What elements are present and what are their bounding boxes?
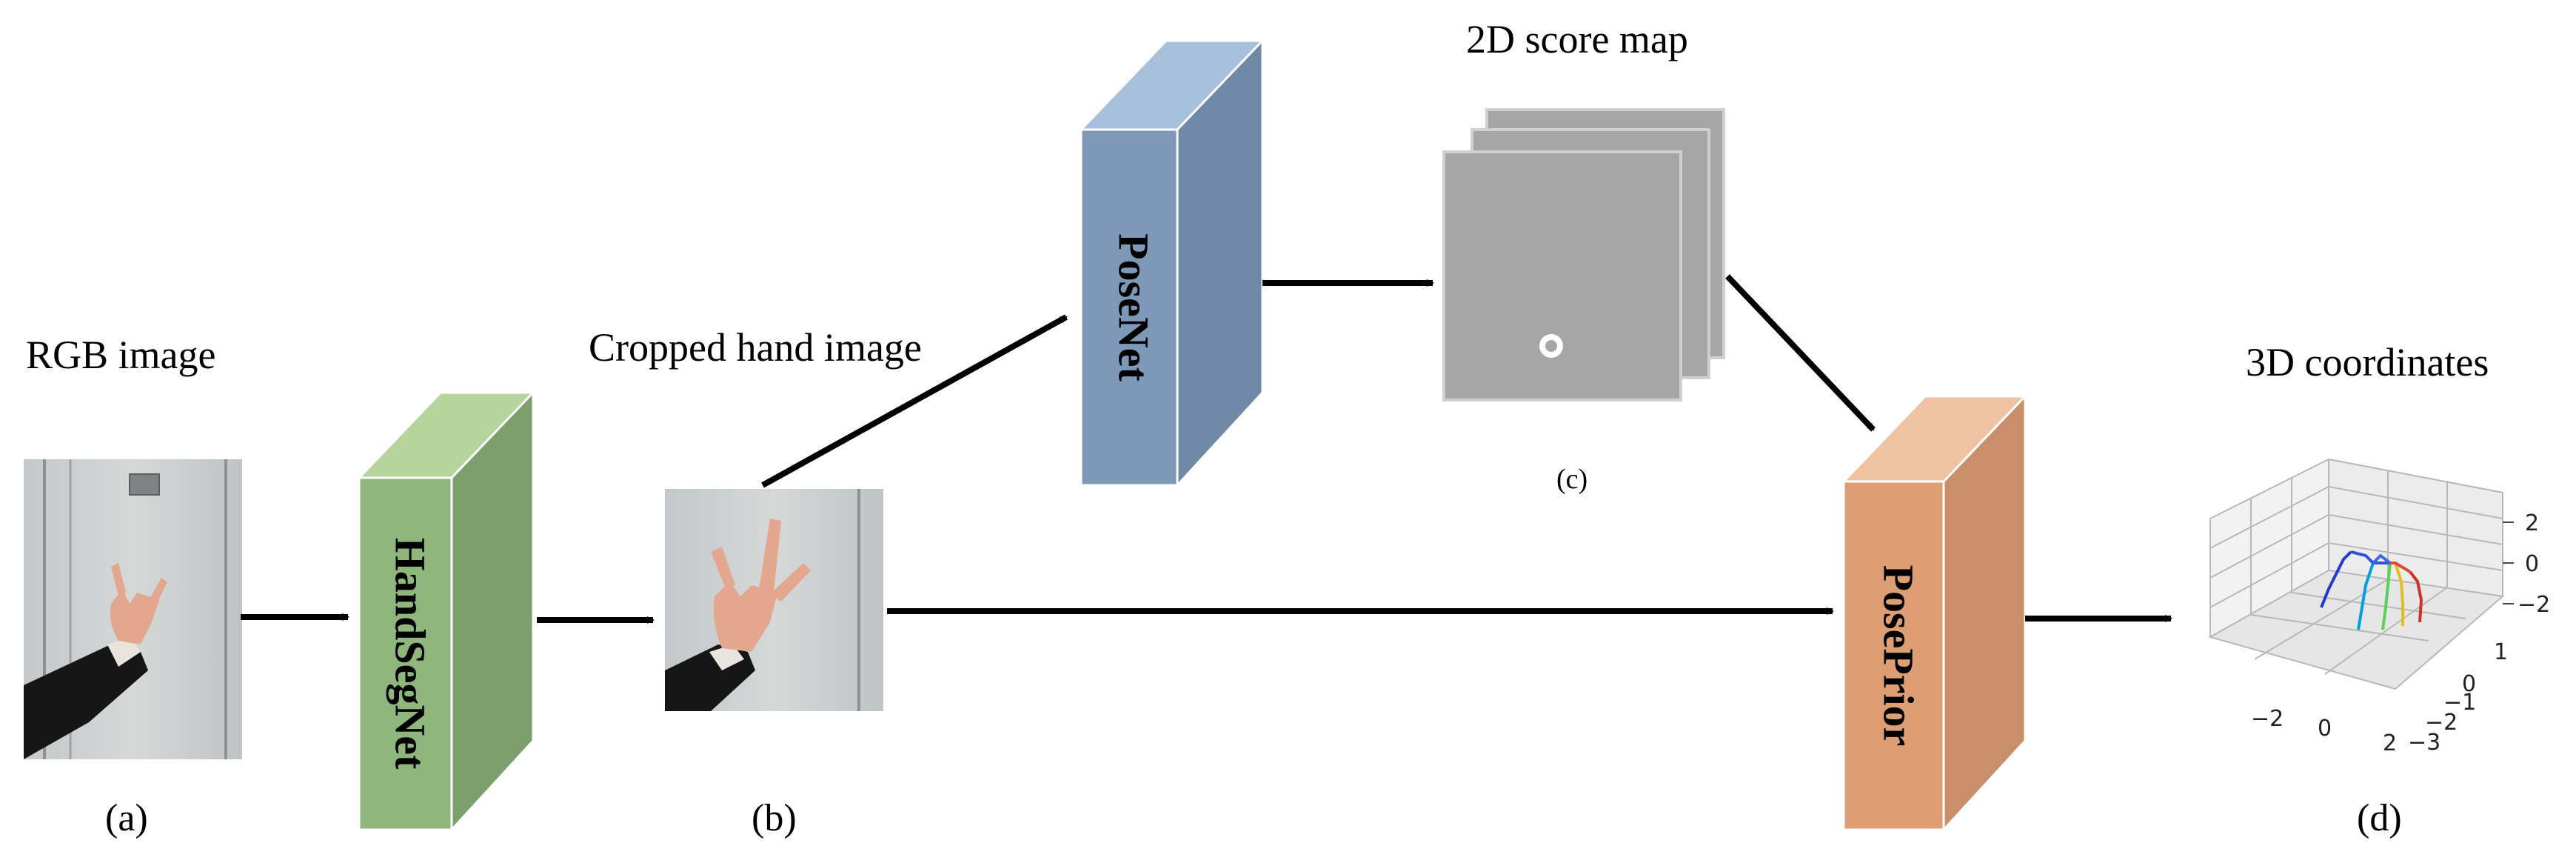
arrow-b-to-posenet	[761, 314, 1068, 488]
handsegnet-label: HandSegNet	[387, 538, 435, 770]
caption-a: (a)	[105, 797, 148, 839]
y-tick-neg3: −3	[2408, 730, 2440, 756]
posenet-block	[1078, 38, 1265, 488]
y-tick-1: 1	[2494, 639, 2508, 665]
z-tick-neg2: −2	[2518, 592, 2550, 618]
score-map-label: 2D score map	[1466, 17, 1688, 61]
y-tick-0: 0	[2462, 671, 2476, 697]
rgb-image-label: RGB image	[26, 333, 216, 377]
arrow-scoremap-to-poseprior	[1725, 274, 1876, 432]
z-tick-0: 0	[2525, 551, 2539, 577]
rgb-image-photo	[24, 459, 242, 759]
y-tick-neg1: −1	[2443, 690, 2476, 716]
x-tick-neg2: −2	[2251, 706, 2284, 732]
caption-c: (c)	[1556, 464, 1588, 495]
arrows	[241, 274, 2172, 624]
handsegnet-block	[356, 390, 536, 833]
x-tick-0: 0	[2318, 716, 2332, 742]
caption-d: (d)	[2357, 797, 2402, 839]
poseprior-label: PosePrior	[1875, 565, 1923, 747]
caption-b: (b)	[752, 797, 797, 839]
posenet-label: PoseNet	[1110, 233, 1158, 381]
cropped-hand-photo	[665, 489, 883, 711]
score-map-stack	[1442, 108, 1725, 401]
z-tick-2: 2	[2525, 510, 2539, 536]
3d-coordinates-label: 3D coordinates	[2246, 340, 2489, 384]
poseprior-block	[1841, 393, 2028, 833]
x-tick-2: 2	[2383, 730, 2397, 756]
3d-coordinates-plot	[2208, 458, 2514, 690]
hand-skeleton	[2320, 550, 2423, 630]
cropped-hand-image-label: Cropped hand image	[589, 325, 922, 370]
y-tick-neg2: −2	[2425, 710, 2458, 736]
